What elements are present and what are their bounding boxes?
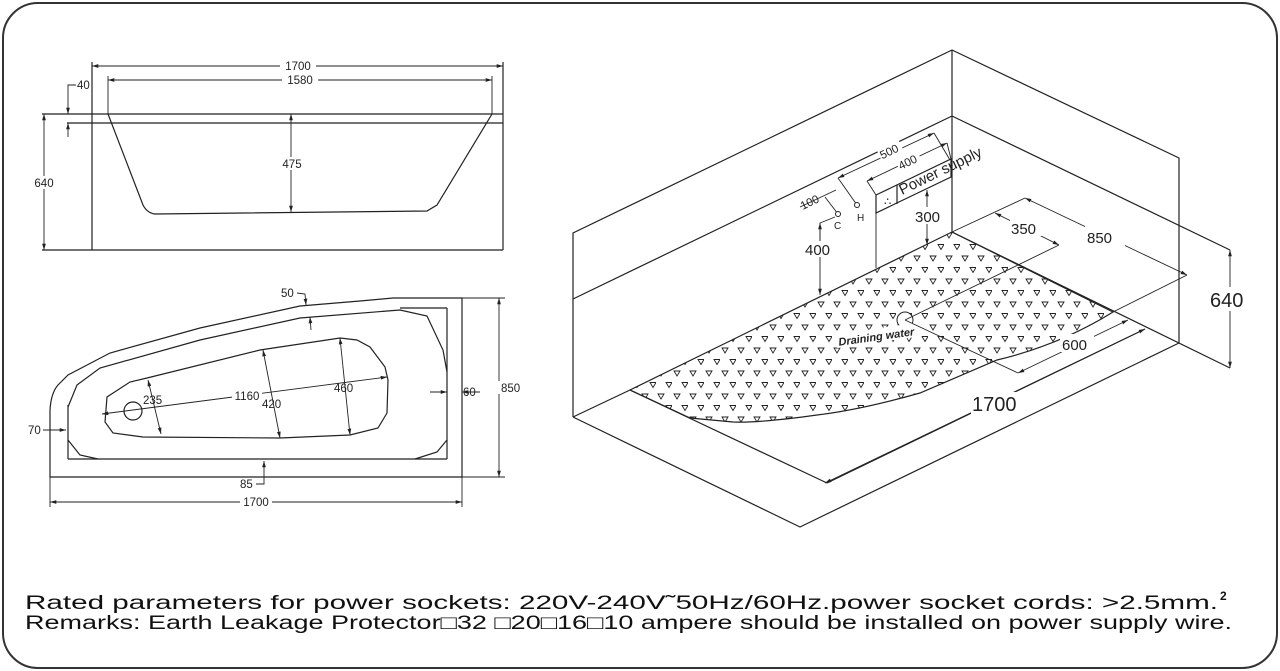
dim-depth-overall: 850 [501,383,520,395]
dim-rim: 40 [77,80,90,92]
dim-640: 640 [1210,290,1243,312]
dim-width-mid: 420 [262,399,281,411]
cold-label: C [834,221,841,232]
dim-850: 850 [1087,230,1112,247]
top-view: 1160 235 420 460 850 60 70 85 50 1700 [28,288,528,509]
dim-rim-top: 50 [281,288,294,300]
notes: Rated parameters for power sockets: 220V… [25,589,1232,634]
power-socket-spec-superscript: 2 [1220,589,1227,603]
dim-width-overall: 1700 [285,61,311,73]
dim-rim-left: 70 [28,425,41,437]
isometric-view: Draining water 850 350 600 1700 640 ∴ Po… [572,49,1254,528]
dim-width-small: 235 [143,395,162,407]
dim-width-large: 460 [334,383,353,395]
dim-1700: 1700 [972,394,1017,416]
dim-300: 300 [915,209,940,226]
power-socket-spec: Rated parameters for power sockets: 220V… [25,593,1218,614]
dim-rim-right: 60 [463,387,476,399]
dim-length: 1700 [243,497,269,509]
dim-rim-bottom: 85 [240,479,253,491]
dim-depth: 475 [282,159,301,171]
socket-icon: ∴ [884,196,891,208]
dim-350: 350 [1011,221,1036,238]
hot-label: H [857,213,864,224]
dim-width-inner: 1580 [287,75,313,87]
dim-basin-length: 1160 [235,391,260,403]
dim-height: 640 [34,178,53,190]
dim-600: 600 [1062,337,1087,354]
outer-outline [49,297,463,478]
dim-400-side: 400 [805,242,830,259]
rim-outline [67,309,448,460]
leakage-protector-remarks: Remarks: Earth Leakage Protector□32 □20□… [25,613,1232,634]
front-view: 1700 1580 640 40 475 [32,59,504,251]
tub-profile [107,113,493,215]
cold-water-icon [835,211,841,217]
hot-water-icon [854,202,860,208]
